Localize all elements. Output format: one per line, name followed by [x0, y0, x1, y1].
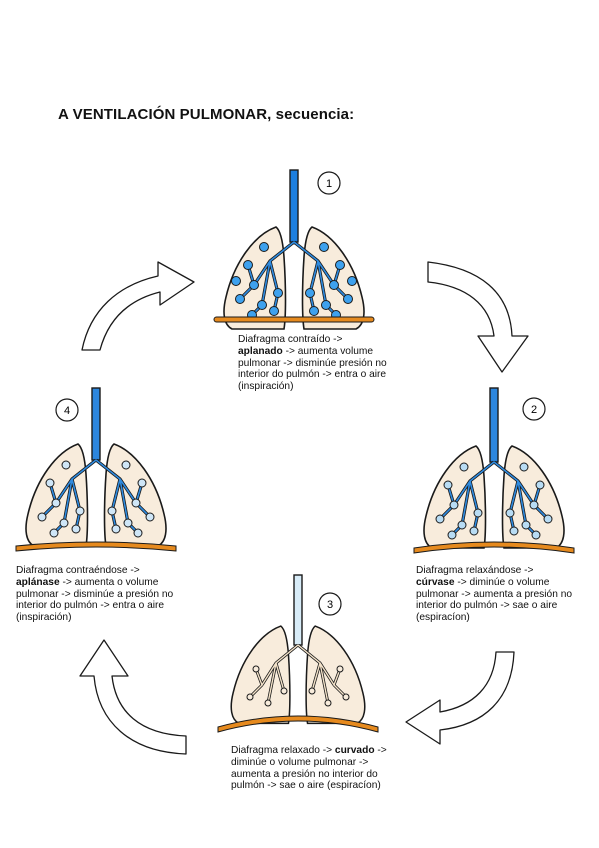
stage-2-number-badge: 2 — [522, 397, 546, 421]
stage-2-diaphragm — [413, 541, 575, 554]
stage-4-caption: Diafragma contraéndose -> aplánase -> au… — [16, 565, 174, 624]
arrow-4-to-1 — [81, 261, 195, 351]
stage-2-number: 2 — [531, 404, 537, 416]
arrow-3-to-4 — [79, 639, 187, 755]
stage-4-number-badge: 4 — [55, 398, 79, 422]
stage-2-caption: Diafragma relaxándose -> cúrvase -> dimi… — [416, 565, 573, 624]
stage-4-trachea — [91, 387, 101, 461]
stage-2-trachea — [489, 387, 499, 463]
stage-1-diaphragm — [213, 316, 375, 323]
stage-3-number-badge: 3 — [318, 592, 342, 616]
stage-4-number: 4 — [64, 405, 70, 417]
stage-4-lungs — [15, 387, 177, 552]
stage-3-number: 3 — [327, 599, 333, 611]
arrow-2-to-3 — [405, 651, 515, 745]
stage-3-caption: Diafragma relaxado -> curvado -> diminúe… — [231, 745, 387, 792]
diagram-title: A VENTILACIÓN PULMONAR, secuencia: — [58, 106, 355, 123]
stage-3-diaphragm — [217, 715, 379, 733]
stage-1-lungs — [213, 169, 375, 330]
arrow-1-to-2 — [427, 261, 529, 373]
stage-4-diaphragm — [15, 541, 177, 552]
stage-1-caption: Diafragma contraído -> aplanado -> aumen… — [238, 334, 387, 393]
stage-1-number: 1 — [326, 178, 332, 190]
stage-3-lungs — [217, 574, 379, 733]
stage-2-lungs — [413, 387, 575, 554]
stage-1-number-badge: 1 — [317, 171, 341, 195]
stage-1-trachea — [289, 169, 299, 243]
stage-1-alveoli — [231, 242, 357, 320]
stage-3-trachea — [293, 574, 303, 646]
